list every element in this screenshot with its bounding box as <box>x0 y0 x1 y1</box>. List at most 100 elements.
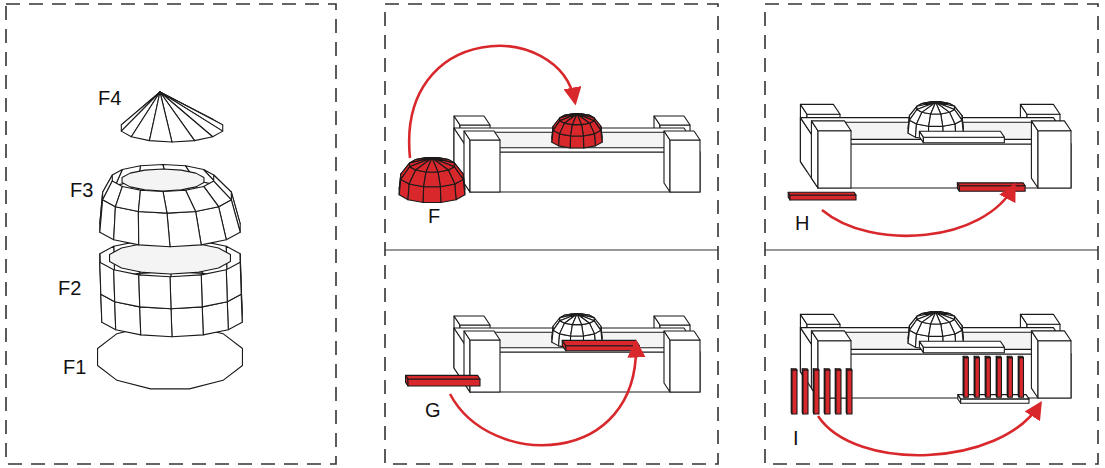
column-part <box>825 370 830 414</box>
column <box>975 358 979 398</box>
corner-tower <box>811 331 851 341</box>
corner-tower <box>670 340 700 392</box>
corner-tower <box>464 331 500 340</box>
corner-tower <box>664 131 700 140</box>
dome-drum <box>139 275 171 309</box>
dome-shell <box>167 211 201 246</box>
part-label: F <box>428 204 440 228</box>
column-part <box>803 370 808 414</box>
roof-slab-part <box>406 375 480 379</box>
move-arrow <box>409 46 575 158</box>
corner-tower <box>811 121 851 131</box>
dome-shell <box>163 190 196 213</box>
column <box>974 356 979 357</box>
column-part <box>847 370 852 414</box>
column-part <box>835 369 841 370</box>
roof-slab <box>923 137 1004 143</box>
column-part <box>813 369 819 370</box>
panel-divider <box>385 249 718 250</box>
roof-slab <box>919 131 1004 137</box>
roof-slab <box>919 341 1004 347</box>
part-label: F3 <box>70 178 93 202</box>
dome-part <box>570 136 583 148</box>
column-part <box>792 370 797 414</box>
corner-tower <box>670 140 700 192</box>
dome-part <box>571 325 584 336</box>
dome-drum <box>171 307 203 337</box>
column <box>997 358 1001 398</box>
roof-slab <box>562 340 639 345</box>
entrance-step-part <box>788 192 856 195</box>
dome-cap <box>149 92 172 142</box>
corner-tower <box>800 314 840 324</box>
column <box>1007 356 1012 357</box>
column <box>1019 358 1023 398</box>
column <box>964 358 968 398</box>
dome-shell <box>114 207 139 245</box>
corner-tower <box>1031 331 1038 398</box>
dome-part <box>572 314 581 325</box>
dome-shell <box>138 190 167 213</box>
panel-frame <box>385 4 718 464</box>
corner-tower <box>664 131 670 192</box>
dome-part <box>423 187 441 203</box>
corner-tower <box>464 131 470 192</box>
roof-slab-part <box>408 379 480 386</box>
dome-part <box>929 324 943 336</box>
roof-slab <box>923 347 1004 353</box>
panel-frame <box>765 4 1098 464</box>
column-part <box>846 369 852 370</box>
dome-part <box>931 312 941 324</box>
dome-part <box>572 114 581 125</box>
column <box>1008 358 1012 398</box>
corner-tower <box>1038 341 1071 398</box>
part-label: G <box>425 398 441 422</box>
corner-tower <box>1038 131 1071 188</box>
corner-tower <box>654 316 690 325</box>
move-arrow <box>818 404 1040 455</box>
dome-drum <box>114 270 140 307</box>
dome-shell <box>115 186 140 211</box>
column-part <box>824 369 830 370</box>
corner-tower <box>818 131 851 188</box>
part-label: F1 <box>63 355 86 379</box>
column <box>985 356 990 357</box>
corner-tower <box>1020 104 1060 114</box>
corner-tower <box>1031 121 1071 131</box>
part-label: F2 <box>58 276 81 300</box>
corner-tower <box>1020 314 1060 324</box>
corner-tower <box>1031 121 1038 188</box>
column <box>986 358 990 398</box>
column-part <box>791 369 797 370</box>
part-label: F4 <box>98 86 121 110</box>
dome-part <box>424 172 441 187</box>
dome-drum <box>226 262 241 302</box>
dome-drum <box>170 275 202 309</box>
column-part <box>814 370 819 414</box>
corner-tower <box>454 116 490 125</box>
corner-tower <box>664 331 700 340</box>
move-arrow <box>822 186 1014 236</box>
dome-shell-rim <box>122 169 204 191</box>
column <box>963 356 968 357</box>
dome-drum <box>140 307 172 337</box>
column-part <box>802 369 808 370</box>
corner-tower <box>811 121 818 188</box>
roof-slab <box>566 346 640 351</box>
column-base <box>961 399 1029 403</box>
dome-drum <box>202 302 228 335</box>
dome-part <box>571 125 584 136</box>
corner-tower <box>454 316 490 325</box>
panel-divider <box>765 249 1098 250</box>
move-arrow <box>450 343 636 445</box>
dome-part <box>931 102 941 114</box>
entrance-step-part <box>790 195 856 200</box>
dome-drum <box>100 262 115 302</box>
part-label: I <box>793 426 799 450</box>
corner-tower <box>654 116 690 125</box>
dome-shell <box>138 211 170 246</box>
corner-tower <box>800 104 840 114</box>
corner-tower <box>664 331 670 392</box>
column-part <box>836 370 841 414</box>
